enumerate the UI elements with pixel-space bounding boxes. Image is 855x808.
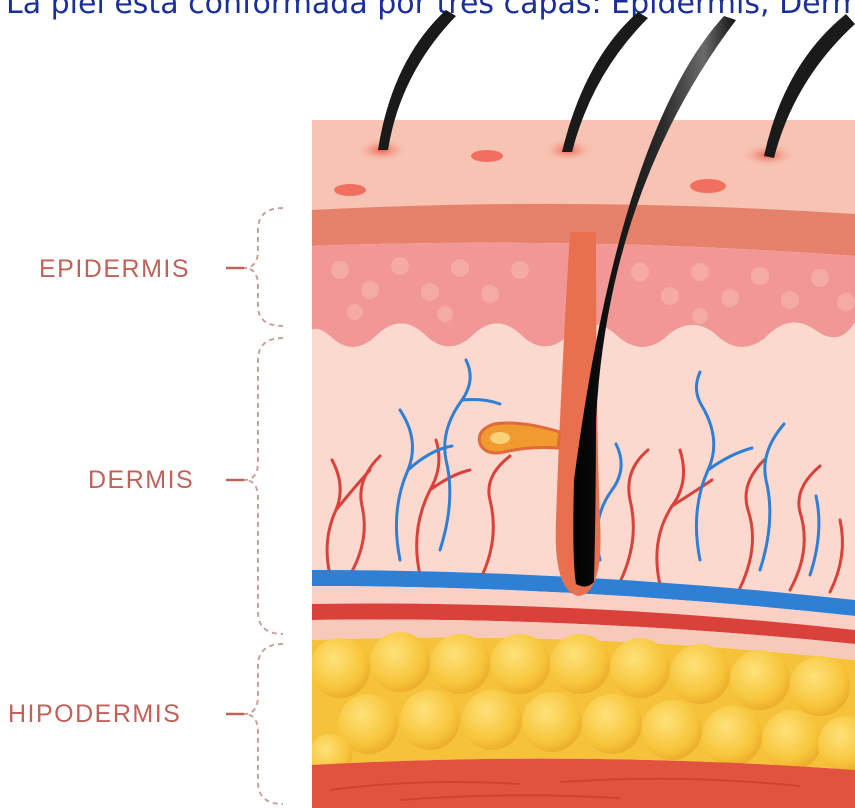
epidermis-bracket	[244, 208, 283, 326]
dermis-bracket	[244, 338, 283, 634]
label-hipodermis: HIPODERMIS	[8, 699, 181, 729]
label-dashes	[226, 268, 244, 714]
label-epidermis: EPIDERMIS	[39, 254, 190, 284]
label-dermis: DERMIS	[88, 465, 194, 495]
layer-brackets	[244, 208, 283, 804]
hipodermis-bracket	[244, 644, 283, 804]
